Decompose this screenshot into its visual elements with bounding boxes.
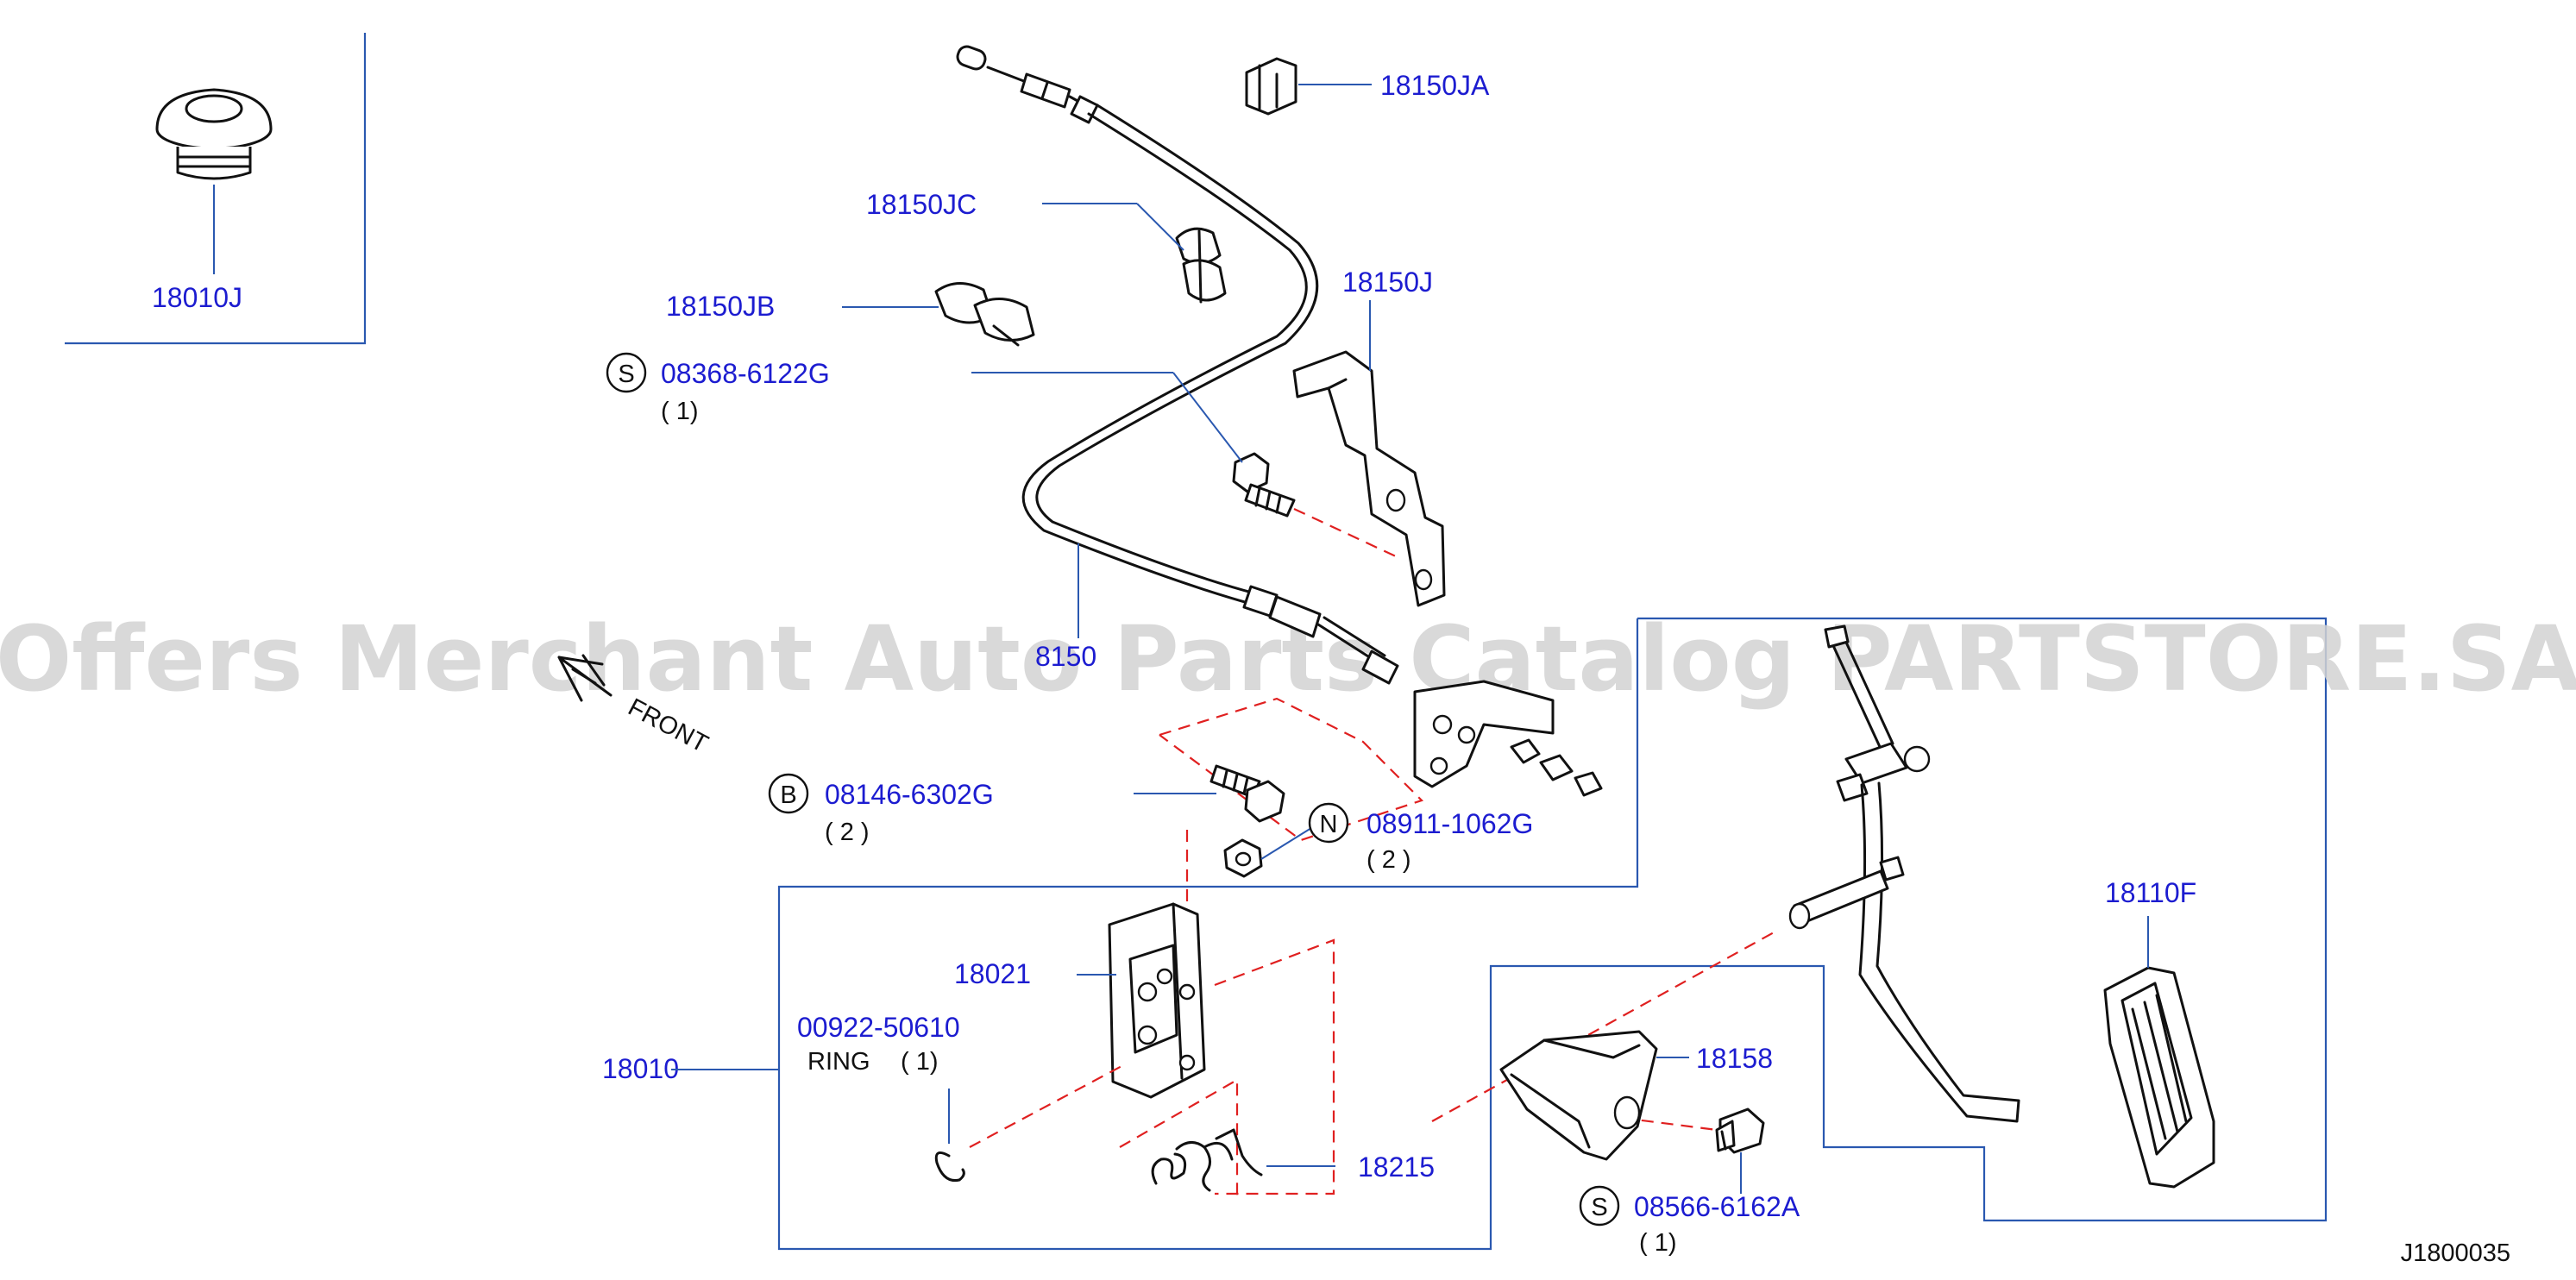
dashed-guide-lower <box>969 931 1776 1199</box>
prefix-B-badge <box>768 773 809 814</box>
prefix-S2-letter: S <box>1591 1194 1607 1221</box>
desc-00922-50610: RING <box>807 1048 870 1076</box>
prefix-N-letter: N <box>1320 811 1338 838</box>
front-arrow-icon <box>557 654 613 702</box>
qty-00922-50610: ( 1) <box>901 1048 939 1076</box>
label-18150J: 18150J <box>1342 267 1433 298</box>
prefix-N-badge <box>1308 802 1349 844</box>
clip-18150JB-part <box>842 282 1035 347</box>
label-08146-6302G: 08146-6302G <box>825 779 994 810</box>
bolt-08368-part <box>971 372 1398 558</box>
stopper-18158-part <box>1499 1030 1689 1161</box>
label-18215: 18215 <box>1358 1151 1435 1183</box>
pedal-arm-part <box>1788 624 2020 1123</box>
label-08368-6122G: 08368-6122G <box>661 358 830 389</box>
diagram-id: J1800035 <box>2401 1239 2510 1267</box>
pedal-bracket-18021-part <box>1077 902 1206 1099</box>
label-18010J: 18010J <box>152 282 242 313</box>
ring-00922-part <box>934 1089 965 1183</box>
label-18021: 18021 <box>954 958 1031 989</box>
clip-18150JC-part <box>1042 203 1227 304</box>
cable-end-bracket-part <box>1413 680 1603 797</box>
prefix-S-badge <box>606 352 647 393</box>
spring-18215-part <box>1151 1128 1335 1192</box>
frame-assembly-18010 <box>777 617 2328 1251</box>
nut-08911-part <box>1223 827 1312 878</box>
qty-08566-6162A: ( 1) <box>1639 1229 1677 1257</box>
label-18150JA: 18150JA <box>1380 70 1490 101</box>
label-08566-6162A: 08566-6162A <box>1634 1191 1800 1222</box>
label-18150JC: 18150JC <box>866 189 977 220</box>
bolt-08566-part <box>1715 1107 1765 1194</box>
bolt-08146-part <box>1134 764 1285 823</box>
prefix-B-letter: B <box>780 781 796 809</box>
label-18150JB: 18150JB <box>666 291 775 322</box>
clip-18150JA-part <box>1245 57 1372 116</box>
qty-08146-6302G: ( 2 ) <box>825 819 870 846</box>
qty-08911-1062G: ( 2 ) <box>1367 846 1411 874</box>
qty-08368-6122G: ( 1) <box>661 398 699 425</box>
label-00922-50610: 00922-50610 <box>797 1012 960 1043</box>
label-18110F: 18110F <box>2105 877 2196 908</box>
grommet-18010J-part <box>155 88 273 274</box>
frame-18010J <box>65 33 367 345</box>
prefix-S2-badge <box>1579 1185 1620 1227</box>
pedal-pad-18110F-part <box>2103 916 2215 1189</box>
label-18010: 18010 <box>602 1053 679 1084</box>
bracket-18150J-part <box>1292 300 1446 607</box>
accelerator-cable-part <box>956 45 1399 685</box>
label-08911-1062G: 08911-1062G <box>1367 808 1533 839</box>
label-18158: 18158 <box>1696 1043 1773 1074</box>
prefix-S-letter: S <box>618 361 634 388</box>
label-cable-18150: 8150 <box>1035 641 1096 672</box>
